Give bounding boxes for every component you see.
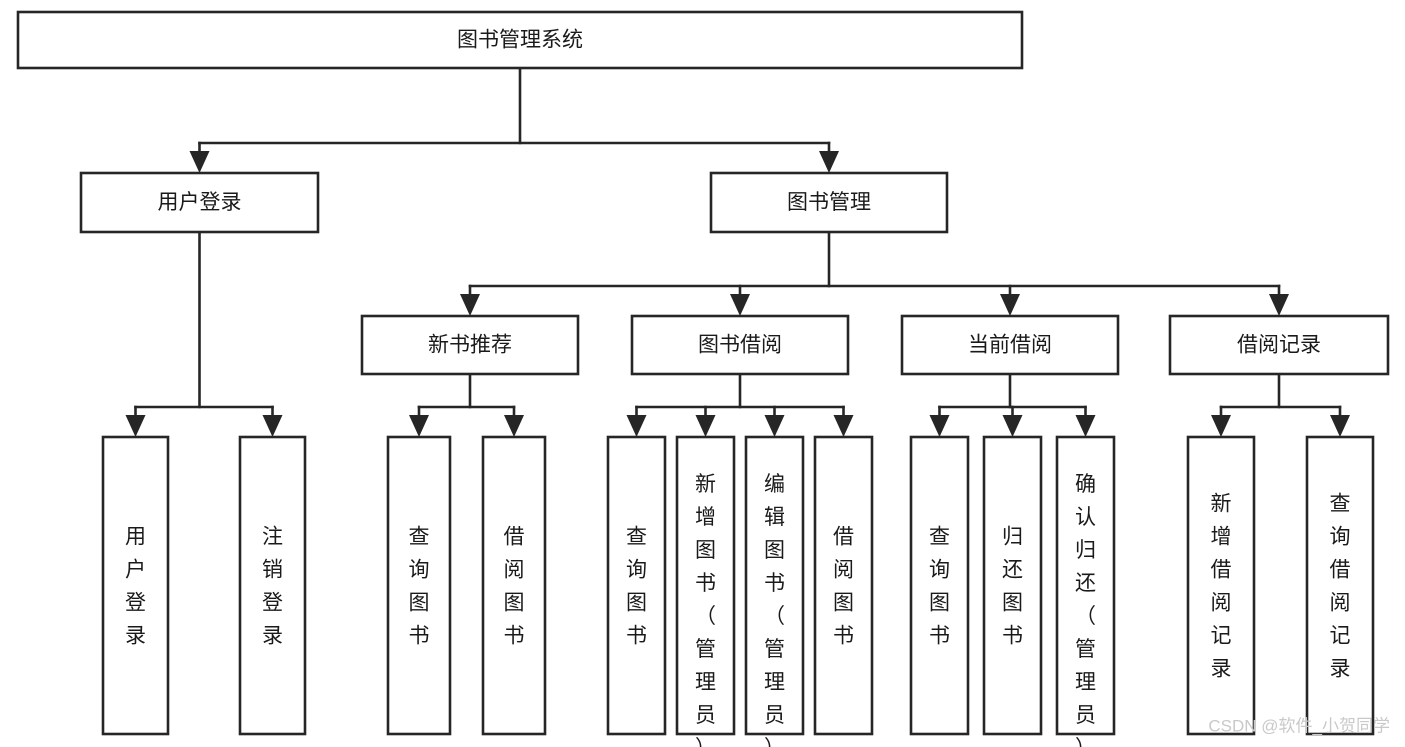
node-leaf-borrow-book-1[interactable]: 借阅图书 bbox=[481, 435, 547, 736]
node-box-user-login bbox=[79, 171, 320, 234]
node-box-leaf-add-borrow-record bbox=[1186, 435, 1256, 736]
connector-group bbox=[626, 372, 854, 437]
node-leaf-query-book-3[interactable]: 查询图书 bbox=[909, 435, 970, 736]
node-label-borrow-record: 借阅记录 bbox=[1237, 334, 1321, 357]
node-leaf-query-book-1[interactable]: 查询图书 bbox=[386, 435, 452, 736]
node-leaf-edit-book-admin[interactable]: 编辑图书（管理员） bbox=[744, 435, 805, 747]
node-label-leaf-edit-book-admin: 编辑图书（管理员） bbox=[764, 473, 785, 747]
node-box-leaf-add-book-admin bbox=[675, 435, 736, 736]
node-box-current-borrow bbox=[900, 314, 1120, 376]
node-label-leaf-query-book-2: 查询图书 bbox=[626, 525, 647, 647]
node-box-leaf-logout-login bbox=[238, 435, 307, 736]
node-box-leaf-query-book-3 bbox=[909, 435, 970, 736]
node-leaf-confirm-return-admin[interactable]: 确认归还（管理员） bbox=[1055, 435, 1116, 747]
node-box-leaf-borrow-book-2 bbox=[813, 435, 874, 736]
node-leaf-query-borrow-record[interactable]: 查询借阅记录 bbox=[1305, 435, 1375, 736]
node-box-leaf-user-login bbox=[101, 435, 170, 736]
node-leaf-user-login[interactable]: 用户登录 bbox=[101, 435, 170, 736]
node-leaf-borrow-book-2[interactable]: 借阅图书 bbox=[813, 435, 874, 736]
node-box-new-book-recommend bbox=[360, 314, 580, 376]
connector-group bbox=[460, 230, 1289, 316]
node-label-leaf-borrow-book-2: 借阅图书 bbox=[833, 525, 854, 647]
node-label-root: 图书管理系统 bbox=[457, 29, 583, 52]
node-label-current-borrow: 当前借阅 bbox=[968, 334, 1052, 357]
node-borrow-record[interactable]: 借阅记录 bbox=[1168, 314, 1390, 376]
node-label-leaf-query-borrow-record: 查询借阅记录 bbox=[1330, 492, 1351, 680]
node-box-leaf-return-book bbox=[982, 435, 1043, 736]
node-label-leaf-logout-login: 注销登录 bbox=[262, 525, 283, 647]
node-user-login[interactable]: 用户登录 bbox=[79, 171, 320, 234]
node-label-leaf-return-book: 归还图书 bbox=[1002, 525, 1023, 647]
node-label-leaf-add-borrow-record: 新增借阅记录 bbox=[1211, 492, 1232, 680]
node-book-manage[interactable]: 图书管理 bbox=[709, 171, 949, 234]
connector-group bbox=[929, 372, 1096, 437]
connector-group bbox=[409, 372, 524, 437]
node-leaf-add-borrow-record[interactable]: 新增借阅记录 bbox=[1186, 435, 1256, 736]
node-box-leaf-edit-book-admin bbox=[744, 435, 805, 736]
node-leaf-add-book-admin[interactable]: 新增图书（管理员） bbox=[675, 435, 736, 747]
node-box-borrow-record bbox=[1168, 314, 1390, 376]
node-label-leaf-add-book-admin: 新增图书（管理员） bbox=[695, 473, 716, 747]
node-new-book-recommend[interactable]: 新书推荐 bbox=[360, 314, 580, 376]
node-box-book-borrow bbox=[630, 314, 850, 376]
node-box-leaf-confirm-return-admin bbox=[1055, 435, 1116, 736]
node-label-book-borrow: 图书借阅 bbox=[698, 334, 782, 357]
node-box-leaf-query-borrow-record bbox=[1305, 435, 1375, 736]
node-label-leaf-confirm-return-admin: 确认归还（管理员） bbox=[1075, 473, 1096, 747]
node-box-leaf-query-book-1 bbox=[386, 435, 452, 736]
node-label-leaf-user-login: 用户登录 bbox=[125, 525, 146, 647]
node-leaf-return-book[interactable]: 归还图书 bbox=[982, 435, 1043, 736]
connector-group bbox=[1211, 372, 1350, 437]
node-label-leaf-query-book-1: 查询图书 bbox=[409, 525, 430, 647]
node-box-leaf-query-book-2 bbox=[606, 435, 667, 736]
node-book-borrow[interactable]: 图书借阅 bbox=[630, 314, 850, 376]
node-box-book-manage bbox=[709, 171, 949, 234]
csdn-watermark: CSDN @软件_小贺同学 bbox=[1208, 716, 1390, 735]
node-label-leaf-query-book-3: 查询图书 bbox=[929, 525, 950, 647]
node-leaf-query-book-2[interactable]: 查询图书 bbox=[606, 435, 667, 736]
node-label-book-manage: 图书管理 bbox=[787, 191, 871, 214]
node-root[interactable]: 图书管理系统 bbox=[16, 10, 1024, 70]
node-current-borrow[interactable]: 当前借阅 bbox=[900, 314, 1120, 376]
node-label-user-login: 用户登录 bbox=[158, 191, 242, 214]
connector-layer bbox=[125, 66, 1350, 437]
node-leaf-logout-login[interactable]: 注销登录 bbox=[238, 435, 307, 736]
node-box-leaf-borrow-book-1 bbox=[481, 435, 547, 736]
node-label-new-book-recommend: 新书推荐 bbox=[428, 334, 512, 357]
connector-group bbox=[125, 230, 283, 437]
node-label-leaf-borrow-book-1: 借阅图书 bbox=[504, 525, 525, 647]
node-layer: 图书管理系统用户登录图书管理新书推荐图书借阅当前借阅借阅记录用户登录注销登录查询… bbox=[16, 10, 1390, 747]
node-box-root bbox=[16, 10, 1024, 70]
connector-group bbox=[189, 66, 839, 173]
